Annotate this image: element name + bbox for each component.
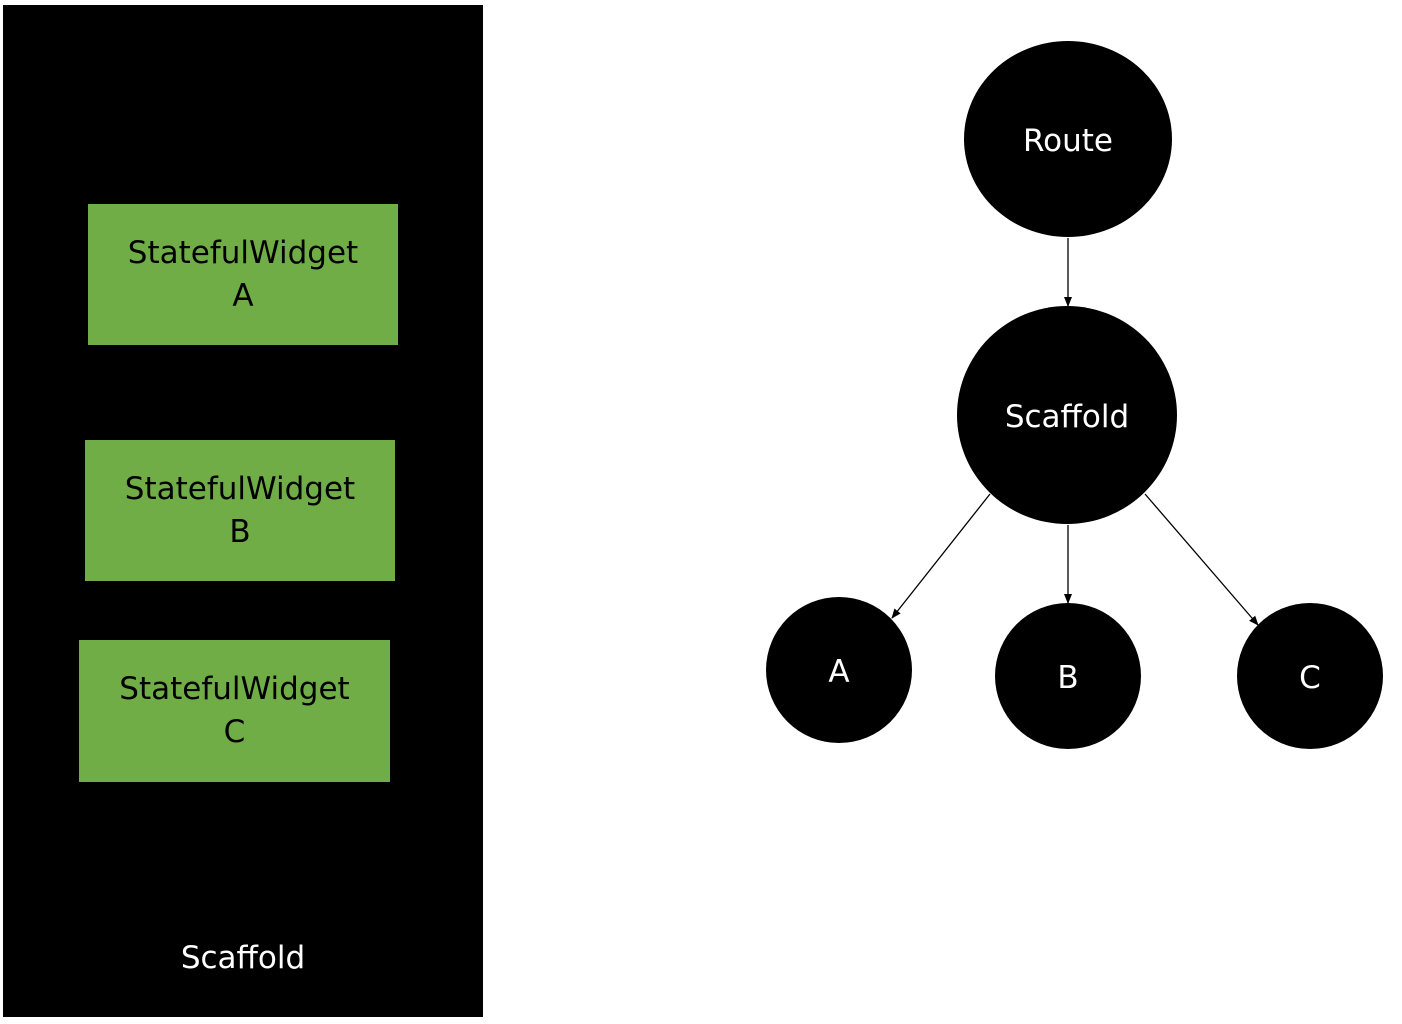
node-route xyxy=(964,41,1172,237)
node-c xyxy=(1237,603,1383,749)
node-b xyxy=(995,603,1141,749)
widget-id: A xyxy=(232,277,254,314)
node-scaffold-label: Scaffold xyxy=(1005,399,1129,435)
node-a-label: A xyxy=(828,654,849,690)
widget-name: StatefulWidget xyxy=(124,470,356,507)
edge-scaffold-a xyxy=(891,493,991,619)
widget-id: B xyxy=(229,513,251,550)
node-route-label: Route xyxy=(1023,123,1113,159)
node-c-label: C xyxy=(1299,660,1321,696)
widget-box-a: StatefulWidget A xyxy=(88,204,398,345)
widget-id: C xyxy=(223,714,246,750)
widget-name: StatefulWidget xyxy=(127,234,359,271)
widget-box-c: StatefulWidget C xyxy=(79,640,390,782)
node-a xyxy=(766,597,912,743)
widget-name: StatefulWidget xyxy=(119,671,350,707)
node-scaffold xyxy=(957,306,1177,524)
scaffold-panel-label: Scaffold xyxy=(180,940,306,976)
node-b-label: B xyxy=(1057,660,1078,696)
widget-box-b: StatefulWidget B xyxy=(85,440,395,581)
edge-scaffold-c xyxy=(1144,493,1259,626)
